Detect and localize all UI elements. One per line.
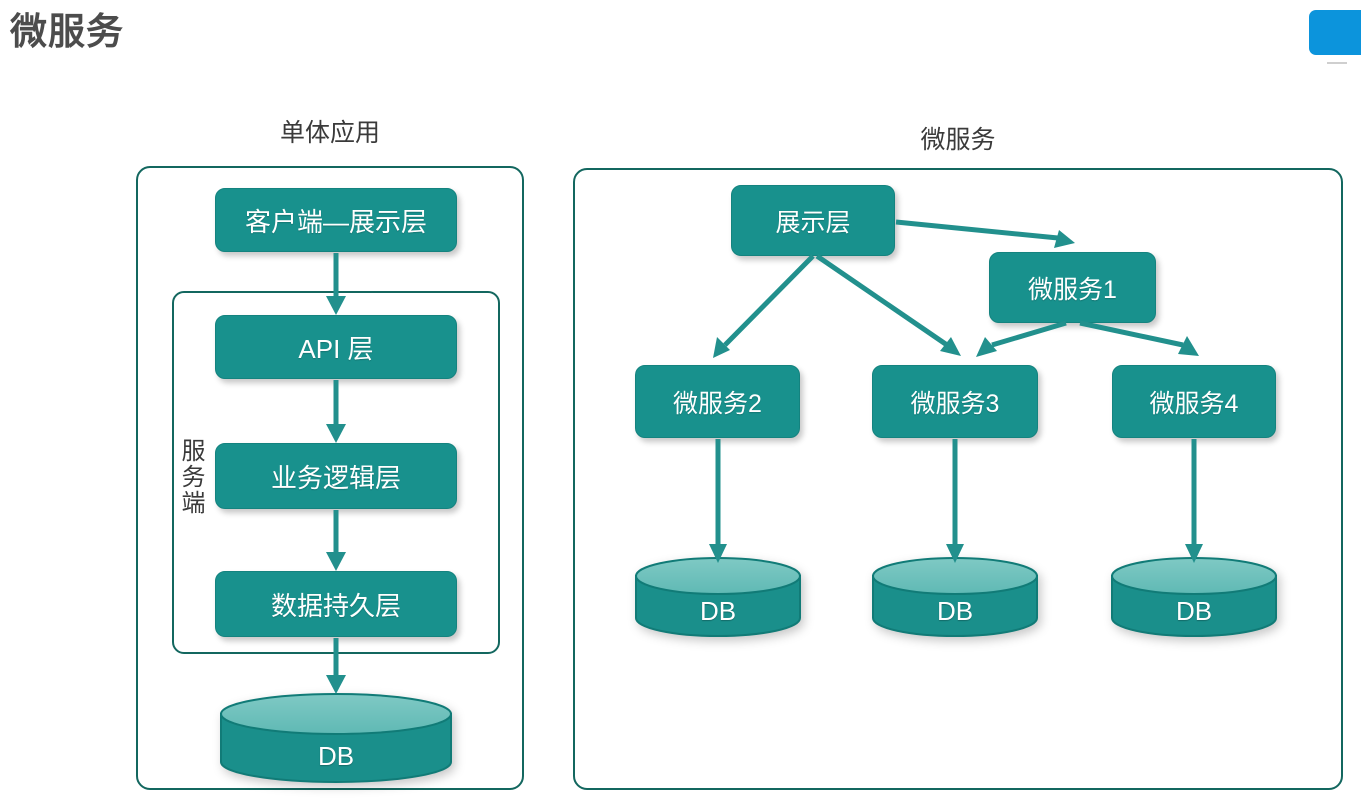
blue-marker-shape (1309, 10, 1361, 55)
page-title: 微服务 (10, 11, 124, 52)
node-business-logic[interactable]: 业务逻辑层 (215, 443, 457, 509)
node-data-persistence[interactable]: 数据持久层 (215, 571, 457, 637)
database-cylinder-ms4[interactable]: DB (1110, 557, 1278, 639)
server-side-label: 服务端 (177, 438, 204, 516)
node-microservice-3[interactable]: 微服务3 (872, 365, 1038, 438)
marker-underline (1327, 62, 1347, 64)
node-api-layer[interactable]: API 层 (215, 315, 457, 379)
microservices-caption: 微服务 (920, 126, 996, 154)
node-client-presentation[interactable]: 客户端—展示层 (215, 188, 457, 252)
microservices-panel (573, 168, 1343, 790)
node-microservice-4[interactable]: 微服务4 (1112, 365, 1276, 438)
monolith-caption: 单体应用 (279, 119, 380, 147)
database-cylinder-ms2[interactable]: DB (634, 557, 802, 639)
database-cylinder-ms3[interactable]: DB (871, 557, 1039, 639)
node-microservice-1[interactable]: 微服务1 (989, 252, 1156, 323)
node-presentation-layer[interactable]: 展示层 (731, 185, 895, 256)
node-microservice-2[interactable]: 微服务2 (635, 365, 800, 438)
database-cylinder-monolith[interactable]: DB (219, 692, 453, 784)
